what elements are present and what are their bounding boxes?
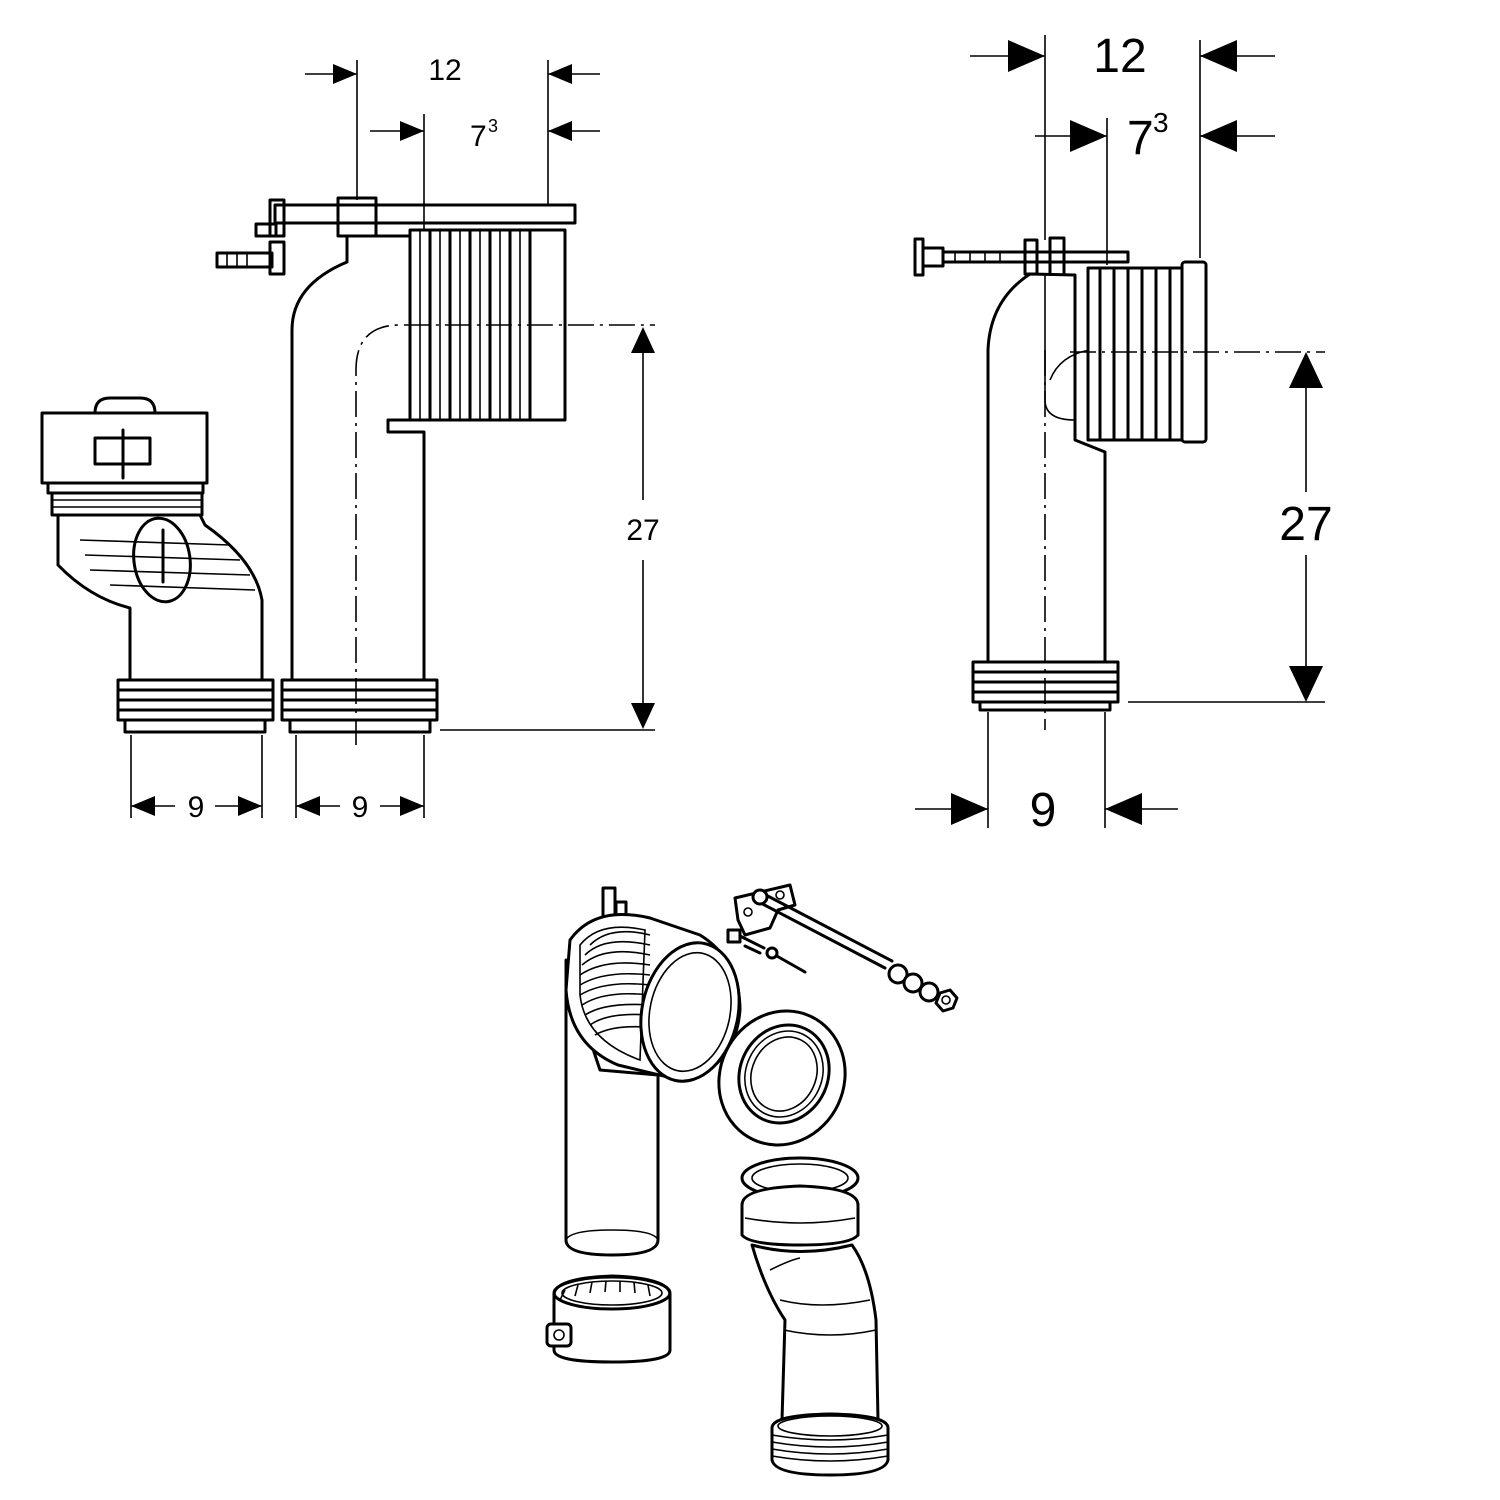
dim-a-bottom-right: 9 xyxy=(352,791,369,824)
drawing-b: 12 7 3 27 9 xyxy=(913,30,1333,837)
dim-a-width-inner: 7 xyxy=(470,120,487,153)
dim-a-height: 27 xyxy=(626,514,659,547)
dim-a-bottom-left: 9 xyxy=(188,791,205,824)
dimensions-drawing-b: 12 7 3 27 9 xyxy=(915,30,1333,837)
exploded-view xyxy=(545,883,959,1477)
dim-b-width-inner: 7 xyxy=(1127,112,1154,165)
offset-connector-side-view xyxy=(40,396,275,734)
dim-b-height: 27 xyxy=(1279,498,1332,551)
dim-b-width-inner-sup: 3 xyxy=(1153,107,1169,138)
bend-pipe-side-view xyxy=(215,196,655,745)
pipe-clamp-3d xyxy=(545,1274,672,1364)
mounting-set-3d xyxy=(726,883,959,1013)
dim-b-bottom: 9 xyxy=(1030,784,1057,837)
dim-b-width-outer: 12 xyxy=(1093,30,1146,83)
dimensions-drawing-a: 12 7 3 27 9 xyxy=(130,54,660,824)
bend-pipe-compact-side-view xyxy=(913,236,1325,730)
drawing-a: 12 7 3 27 9 xyxy=(40,54,660,824)
offset-connector-3d xyxy=(740,1156,890,1477)
dim-a-width-inner-sup: 3 xyxy=(488,116,498,136)
connection-seal-3d xyxy=(717,1009,847,1147)
dim-a-width-outer: 12 xyxy=(428,54,461,87)
bend-pipe-3d xyxy=(564,886,742,1257)
svg-text:7: 7 xyxy=(470,120,487,153)
